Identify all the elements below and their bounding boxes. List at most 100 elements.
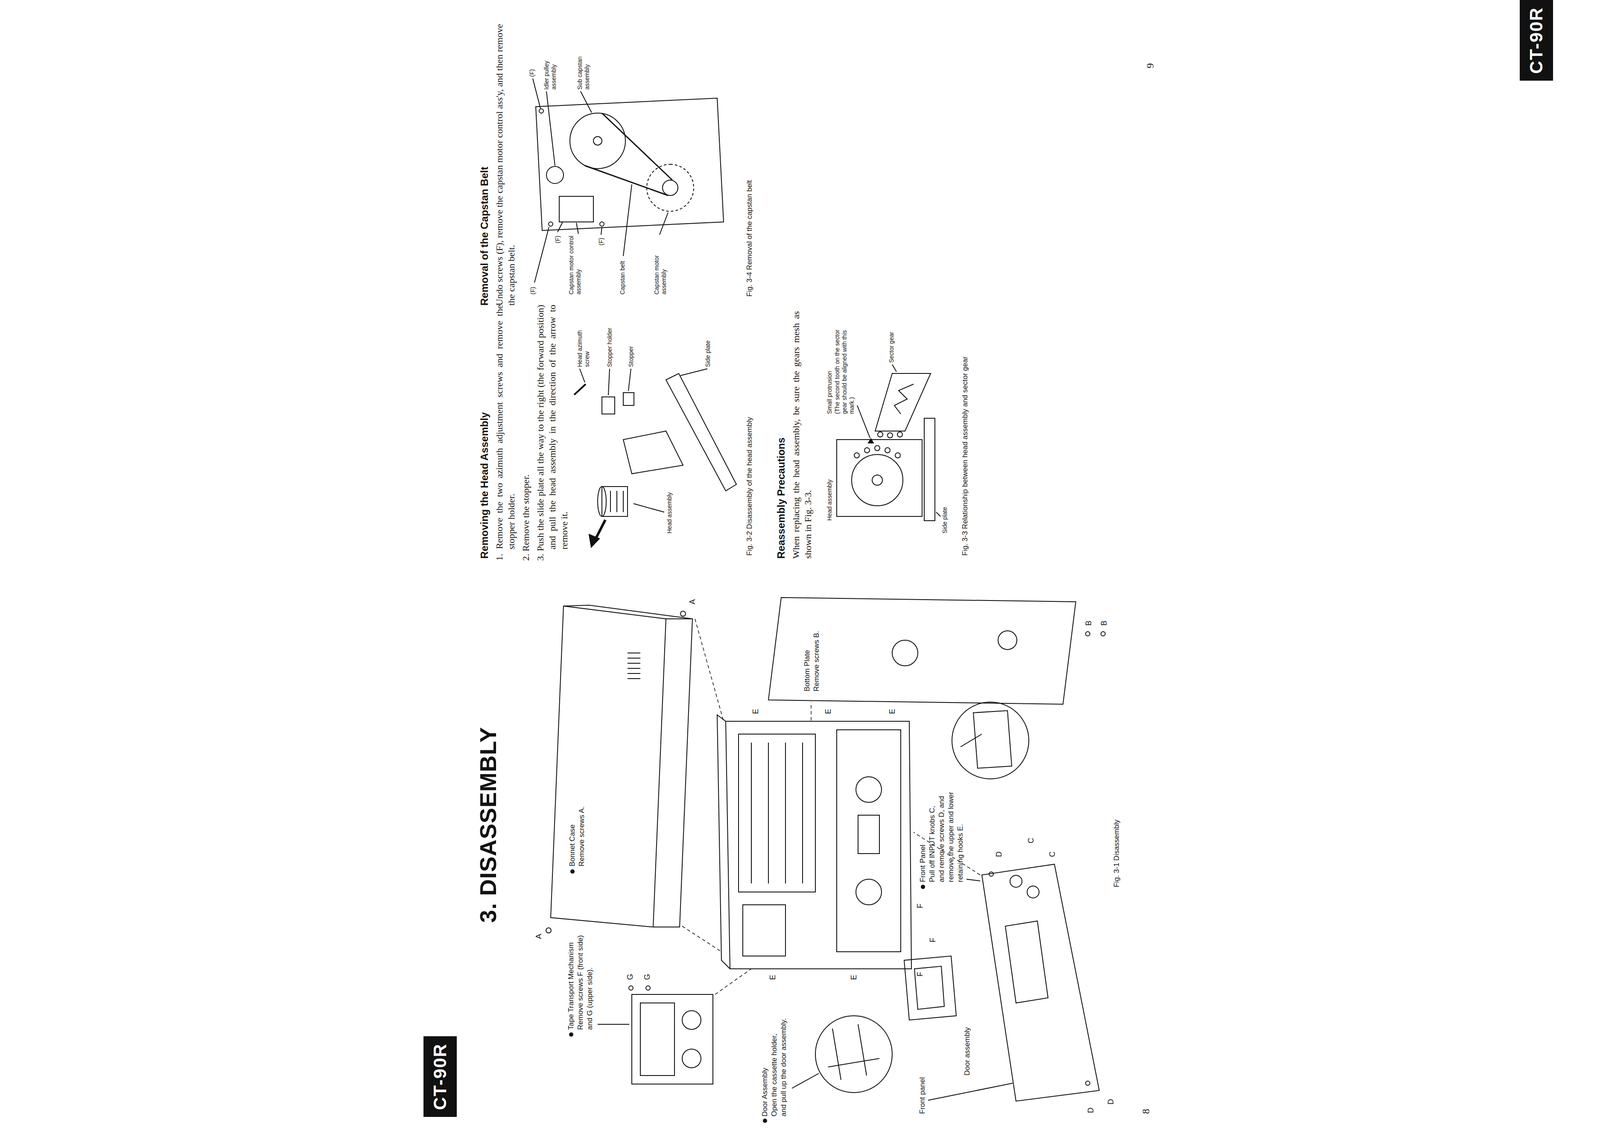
magnifier-detail — [960, 734, 982, 748]
section-heading: Removing the Head Assembly — [478, 302, 491, 559]
magnifier-detail — [828, 1024, 880, 1081]
magnifier-detail — [973, 710, 1012, 769]
bonnet-case — [627, 653, 641, 679]
sector-gear-figure — [877, 432, 883, 438]
label-box: 9 — [1144, 63, 1157, 69]
header-tab: CT-90R — [1519, 0, 1554, 81]
label-box: Pull off INPUT knobs C, — [927, 805, 938, 883]
door-assembly — [904, 956, 957, 1021]
label-box: G — [642, 973, 652, 982]
bottom-plate — [892, 640, 918, 666]
label-box: Remove screws B. — [811, 630, 822, 692]
label-box: Front panel — [917, 1077, 928, 1115]
tape-transport-mechanism — [640, 1003, 675, 1076]
sector-gear-figure — [851, 454, 903, 506]
label-box: F — [915, 902, 925, 910]
section-heading: Reassembly Precautions — [774, 311, 788, 559]
callout-letter: A — [534, 933, 544, 941]
door-assembly — [904, 956, 957, 1021]
label-box: 8 — [1139, 1109, 1152, 1115]
label-box: Remove screws F (front side) — [575, 935, 586, 1031]
model-name: CT-90R — [1525, 6, 1548, 74]
body-text: Undo screws (F), remove the capstan moto… — [493, 23, 518, 306]
dashed-guide — [810, 702, 812, 721]
sector-gear-figure — [857, 364, 941, 517]
head-assembly-figure — [610, 490, 624, 513]
label-box: D — [994, 850, 1004, 859]
head-assembly-figure — [574, 384, 586, 395]
tape-transport-mechanism — [682, 1010, 701, 1030]
part-label: Idler pulley assembly — [543, 34, 558, 90]
label-box: Head assembly — [665, 492, 674, 535]
capstan-belt-figure — [584, 113, 673, 196]
body-text: 3. Push the slide plate all the way to t… — [534, 304, 571, 561]
header-tab: CT-90R — [423, 1036, 457, 1118]
callout-letter: F — [928, 937, 938, 944]
callout-letter: D — [1086, 1106, 1095, 1115]
label-box: (The second tooth on the sector gear sho… — [833, 320, 856, 415]
sector-gear-figure — [895, 452, 901, 459]
main-chassis — [855, 776, 882, 803]
capstan-belt-figure — [546, 166, 564, 184]
tape-transport-mechanism — [682, 1049, 701, 1069]
label-box: G — [625, 973, 635, 982]
sector-gear-figure — [854, 452, 860, 459]
label-box: Capstan belt — [618, 260, 627, 295]
bottom-plate — [768, 597, 1076, 705]
front-panel — [928, 1083, 1013, 1101]
label-box: B — [1084, 619, 1093, 627]
capstan-belt-figure — [593, 136, 602, 146]
part-label: Front Panel — [918, 844, 928, 883]
magnifier-detail — [791, 1073, 819, 1089]
tape-transport-mechanism — [597, 986, 713, 1085]
tape-transport-mechanism — [631, 994, 713, 1085]
capstan-belt-figure — [532, 78, 602, 283]
bottom-plate — [998, 630, 1017, 650]
label-box: C — [1048, 850, 1057, 859]
part-label: (The second tooth on the sector gear sho… — [833, 320, 856, 415]
part-label: Side plate — [704, 315, 712, 368]
part-label: remove the upper and lower — [946, 791, 956, 883]
callout-letter: B — [1099, 619, 1109, 627]
part-label: Remove screws A. — [577, 806, 587, 867]
callout-letter: E — [768, 974, 777, 982]
bottom-plate — [1085, 631, 1090, 637]
bonnet-case — [545, 928, 552, 934]
part-label: Capstan belt — [618, 260, 627, 295]
dashed-guide — [694, 618, 724, 722]
sector-gear-figure — [875, 373, 931, 432]
capstan-belt-figure — [569, 113, 626, 169]
label-box: Stopper holder — [606, 315, 614, 368]
body-text: 2. Remove the stopper. — [519, 304, 532, 561]
page-title: 3. DISASSEMBLY — [474, 727, 502, 923]
head-assembly-figure — [665, 373, 737, 491]
label-box: Head azimuth screw — [576, 315, 591, 368]
part-label: and remove screws D, and — [937, 796, 947, 883]
callout-letter: F — [915, 971, 925, 978]
label-box: E — [768, 974, 777, 982]
sector-gear-figure — [868, 438, 874, 444]
part-label: Front panel — [917, 1077, 928, 1115]
label-box: (F) — [528, 69, 536, 77]
section-heading: Removal of the Capstan Belt — [478, 23, 491, 306]
label-box: Removal of the Capstan Belt — [478, 23, 491, 306]
callout-letter: C — [1026, 837, 1036, 845]
callout-letter: B — [1084, 619, 1093, 627]
capstan-belt-figure — [559, 196, 594, 222]
head-assembly-figure — [597, 486, 607, 517]
part-label: Sub capstan assembly — [576, 34, 591, 90]
bullet-dot — [762, 1118, 768, 1124]
part-label: Capstan motor assembly — [653, 234, 668, 295]
front-panel — [1085, 1081, 1090, 1086]
head-assembly-figure — [623, 431, 684, 474]
callout-letter: E — [823, 708, 833, 716]
front-panel — [1005, 921, 1049, 1004]
bottom-plate — [768, 597, 1106, 705]
figure-caption: Fig. 3-3 Relationship between head assem… — [960, 316, 970, 556]
label-box: Undo screws (F), remove the capstan moto… — [493, 23, 518, 306]
bottom-plate — [1100, 631, 1106, 637]
capstan-belt-figure — [548, 221, 553, 227]
part-label: and pull up the door assembly. — [779, 1018, 789, 1117]
tape-transport-mechanism — [628, 986, 634, 991]
